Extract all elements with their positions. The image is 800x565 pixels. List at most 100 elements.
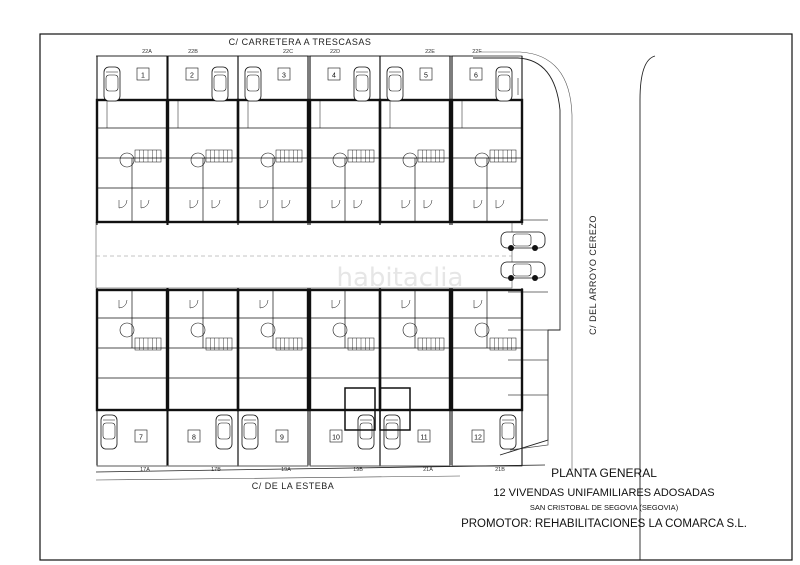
car-roof <box>217 422 231 440</box>
car-roof <box>213 74 227 92</box>
stairs <box>489 337 517 351</box>
door-swing <box>473 299 483 309</box>
door-arc <box>140 199 150 209</box>
car-icon <box>211 66 229 102</box>
car-wheel <box>532 245 538 251</box>
car-roof <box>388 74 402 92</box>
car-icon <box>103 66 121 102</box>
lot-number: 3 <box>282 73 286 80</box>
lot-code: 22B <box>188 49 198 55</box>
car-roof <box>355 74 369 92</box>
lot-number: 5 <box>424 73 428 80</box>
lot-number-box <box>329 429 343 443</box>
lot-number: 4 <box>332 73 336 80</box>
door-arc <box>495 199 505 209</box>
door-swing <box>118 199 128 209</box>
title-line-4: PROMOTOR: REHABILITACIONES LA COMARCA S.… <box>461 518 747 530</box>
lot-number-box <box>185 67 199 81</box>
round-hall <box>402 322 418 338</box>
round-hall <box>402 152 418 168</box>
door-arc <box>189 199 199 209</box>
round-hall <box>119 322 135 338</box>
lot-number-box <box>471 429 485 443</box>
lot-code: 17B <box>211 467 221 473</box>
stairs <box>347 337 375 351</box>
car-icon <box>500 231 546 251</box>
door-swing <box>495 199 505 209</box>
door-arc <box>281 199 291 209</box>
road-edge-south <box>95 475 461 481</box>
title-line-2: 12 VIVENDAS UNIFAMILIARES ADOSADAS <box>493 487 714 499</box>
lot-number: 6 <box>474 73 478 80</box>
door-arc <box>401 199 411 209</box>
lot-number: 9 <box>280 435 284 442</box>
lot-number-box <box>277 67 291 81</box>
door-arc <box>473 299 483 309</box>
car-icon <box>386 66 404 102</box>
round-hall <box>260 152 276 168</box>
door-swing <box>189 199 199 209</box>
round-hall <box>474 322 490 338</box>
door-arc <box>331 199 341 209</box>
car-icon <box>500 261 546 281</box>
lane-parked-cars <box>500 231 546 281</box>
east-lot-edge <box>508 78 549 451</box>
car-roof <box>512 263 532 277</box>
car-body <box>500 261 546 279</box>
door-arc <box>423 199 433 209</box>
door-arc <box>189 299 199 309</box>
door-arc <box>259 299 269 309</box>
garage-outline <box>379 387 411 431</box>
drawing-frame <box>39 33 793 561</box>
door-swing <box>401 199 411 209</box>
lot-code: 22F <box>472 49 482 55</box>
stairs <box>417 337 445 351</box>
lot-number: 12 <box>474 435 482 442</box>
car-icon <box>244 66 262 102</box>
car-roof <box>246 74 260 92</box>
door-swing <box>140 199 150 209</box>
car-icon <box>495 66 513 102</box>
door-swing <box>423 199 433 209</box>
door-arc <box>211 199 221 209</box>
car-icon <box>357 414 375 450</box>
stairs <box>275 149 303 163</box>
north-house-unit: 2 22B <box>166 49 240 225</box>
front-yard <box>451 409 523 467</box>
car-body <box>495 66 513 102</box>
car-icon <box>499 414 517 450</box>
street-label-north: C/ CARRETERA A TRESCASAS <box>229 37 372 47</box>
lot-code: 22A <box>142 49 152 55</box>
garage-outline <box>344 387 376 431</box>
car-body <box>383 414 401 450</box>
stairs <box>347 149 375 163</box>
door-swing <box>259 199 269 209</box>
car-roof <box>102 422 116 440</box>
door-swing <box>401 299 411 309</box>
round-hall <box>474 152 490 168</box>
door-arc <box>473 199 483 209</box>
door-swing <box>473 199 483 209</box>
car-icon <box>100 414 118 450</box>
lot-number: 2 <box>190 73 194 80</box>
lot-number: 7 <box>139 435 143 442</box>
lot-number: 11 <box>420 435 427 442</box>
car-roof <box>512 233 532 247</box>
road-curb-outer <box>473 57 561 456</box>
car-body <box>103 66 121 102</box>
stairs <box>134 337 162 351</box>
lot-code: 17A <box>140 467 150 473</box>
lot-code: 19B <box>353 467 363 473</box>
car-roof <box>497 74 511 92</box>
street-label-south: C/ DE LA ESTEBA <box>252 481 335 491</box>
watermark-text: habitaclia <box>337 263 464 293</box>
door-arc <box>118 199 128 209</box>
round-hall <box>332 322 348 338</box>
car-body <box>244 66 262 102</box>
stairs <box>275 337 303 351</box>
lot-number: 1 <box>141 73 145 80</box>
